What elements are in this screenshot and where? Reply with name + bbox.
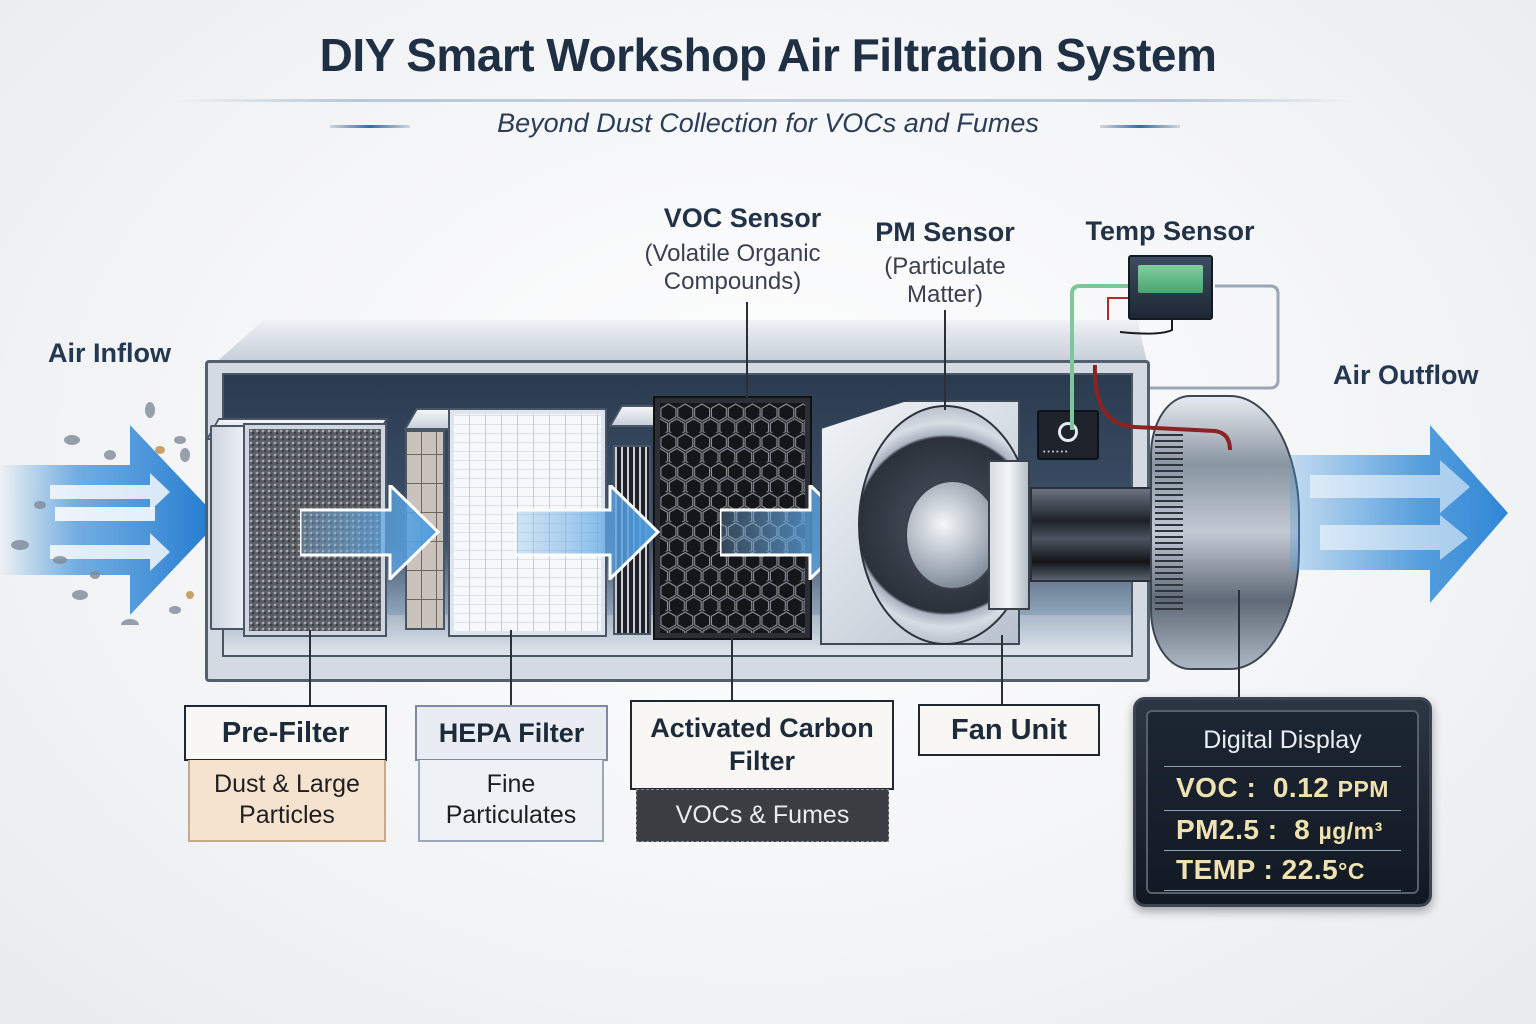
carbon-description: VOCs & Fumes	[636, 789, 889, 842]
motor-shaft	[1030, 487, 1165, 582]
temp-sensor-title: Temp Sensor	[1085, 216, 1255, 246]
housing-top	[216, 320, 1147, 362]
flow-arrow-1-icon	[300, 485, 440, 580]
motor-mount	[988, 460, 1030, 610]
carbon-leader	[731, 638, 733, 700]
sensor-icon	[1058, 422, 1078, 442]
flow-arrow-2-icon	[515, 485, 660, 580]
page-subtitle: Beyond Dust Collection for VOCs and Fume…	[497, 108, 1039, 138]
prefilter-label: Pre-Filter	[184, 705, 387, 761]
pm-sensor-desc-1: (Particulate	[884, 253, 1006, 280]
fan-hub	[905, 480, 1000, 590]
voc-sensor-desc-2: Compounds)	[663, 268, 802, 295]
temp-sensor-module	[1128, 255, 1213, 320]
voc-sensor-leader	[746, 302, 748, 402]
display-title: Digital Display	[1203, 726, 1362, 754]
title-divider	[175, 99, 1355, 102]
pm-sensor-leader	[944, 310, 946, 410]
sensor-wiring	[1070, 284, 1280, 430]
subtitle-rule-left	[330, 125, 410, 128]
air-inflow-label: Air Inflow	[48, 338, 171, 368]
pm-sensor-module: • • • • • •	[1037, 410, 1099, 460]
outflow-arrow-icon	[1290, 425, 1508, 603]
pm-sensor-desc-2: Matter)	[906, 281, 983, 308]
fan-label: Fan Unit	[918, 704, 1100, 756]
prefilter-leader	[309, 630, 311, 706]
air-outflow-label: Air Outflow	[1333, 360, 1479, 390]
display-row-pm25: PM2.5 : 8 µg/m³	[1176, 814, 1383, 845]
pm-sensor-title: PM Sensor	[875, 217, 1015, 247]
digital-display: Digital Display VOC : 0.12 PPM PM2.5 : 8…	[1133, 697, 1432, 907]
motor-wire	[1092, 365, 1232, 451]
prefilter-frame-side	[210, 425, 248, 630]
display-row-temp: TEMP : 22.5°C	[1176, 854, 1365, 885]
hepa-label: HEPA Filter	[415, 705, 608, 761]
hepa-leader	[510, 630, 512, 706]
fan-leader	[1001, 635, 1003, 705]
motor-vents	[1155, 430, 1183, 610]
subtitle-rule-right	[1100, 125, 1180, 128]
voc-sensor-title: VOC Sensor	[663, 203, 822, 233]
display-row-voc: VOC : 0.12 PPM	[1176, 772, 1389, 803]
display-leader	[1238, 590, 1240, 700]
voc-sensor-desc-1: (Volatile Organic	[644, 240, 821, 267]
inflow-arrow-icon	[0, 402, 222, 625]
page-title: DIY Smart Workshop Air Filtration System	[319, 29, 1217, 81]
temp-sensor-screen	[1138, 265, 1203, 293]
